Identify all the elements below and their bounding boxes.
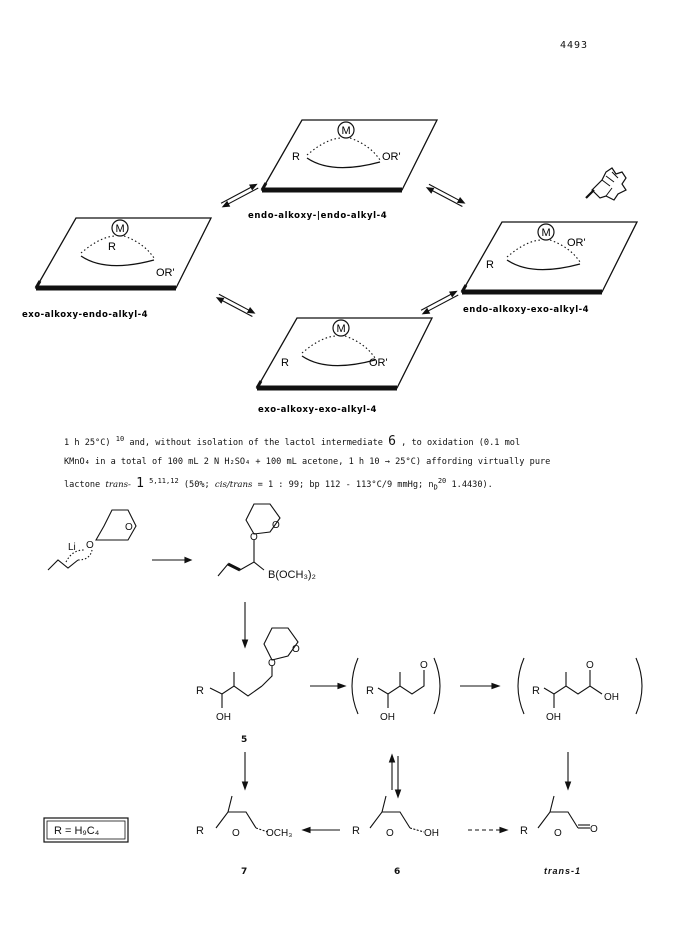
dashed-arrow-to-trans1 xyxy=(468,826,509,834)
or-group-right: OR' xyxy=(567,237,586,249)
page-number: 4493 xyxy=(560,40,589,51)
o-atom-borane: O xyxy=(250,532,258,543)
r-group-trans1: R xyxy=(520,825,528,837)
o-atom-carbonyl-trans1: O xyxy=(590,824,598,835)
arrow-to-acid xyxy=(460,682,501,690)
text-line-2: KMnO₄ in a total of 100 mL 2 N H₂SO₄ + 1… xyxy=(64,456,551,467)
metal-symbol-bottom: M xyxy=(337,323,346,335)
equilibrium-arrow-bottom-right xyxy=(420,290,459,315)
boronate-group: B(OCH₃)₂ xyxy=(268,569,316,581)
pointing-hand-icon xyxy=(585,167,627,201)
oh-group-acid-2: OH xyxy=(604,692,619,703)
arrow-down-5-to-7 xyxy=(241,752,249,791)
caption-right: endo-alkoxy-exo-alkyl-4 xyxy=(463,305,589,315)
borane-compound xyxy=(217,503,281,577)
o-atom-ring-6: O xyxy=(386,828,394,839)
r-group-acid: R xyxy=(532,685,540,697)
r-group-aldehyde: R xyxy=(366,685,374,697)
metal-symbol-right: M xyxy=(542,227,551,239)
r-definition-box xyxy=(43,817,129,843)
metal-symbol-top: M xyxy=(342,125,351,137)
acid-intermediate xyxy=(517,657,643,715)
arrow-to-borane xyxy=(152,556,193,564)
li-atom: Li xyxy=(68,542,76,553)
oh-group-5: OH xyxy=(216,712,231,723)
r-group-right: R xyxy=(486,259,494,271)
r-group-left: R xyxy=(108,241,116,253)
label-compound-trans-1: trans-1 xyxy=(544,866,581,876)
o-atom-thp-borane: O xyxy=(272,520,280,531)
caption-top: endo-alkoxy-|endo-alkyl-4 xyxy=(248,211,387,221)
caption-left: exo-alkoxy-endo-alkyl-4 xyxy=(22,310,148,320)
conformer-top: M R OR' xyxy=(262,120,437,190)
r-group-6: R xyxy=(352,825,360,837)
synthesis-scheme: Li O O O O B(OCH₃)₂ R OH O xyxy=(43,503,643,877)
o-atom-5: O xyxy=(268,658,276,669)
o-atom-thp-5: O xyxy=(292,644,300,655)
arrow-down-1 xyxy=(241,602,249,649)
equilibrium-arrow-top-left xyxy=(220,183,259,208)
methoxy-group-7: OCH₃ xyxy=(266,828,292,839)
caption-bottom: exo-alkoxy-exo-alkyl-4 xyxy=(258,405,377,415)
oh-group-6: OH xyxy=(424,828,439,839)
text-line-3: lactone trans- 1 5,11,12 (50%; cis/trans… xyxy=(64,475,493,492)
label-compound-6: 6 xyxy=(394,867,400,877)
arrow-down-to-trans1 xyxy=(564,752,572,791)
o-atom-ring-7: O xyxy=(232,828,240,839)
label-compound-5: 5 xyxy=(241,735,247,745)
conformer-right: M R OR' xyxy=(462,222,637,292)
oh-group-acid: OH xyxy=(546,712,561,723)
o-atom-thp-sm: O xyxy=(125,522,133,533)
o-atom-sm: O xyxy=(86,540,94,551)
or-group-left: OR' xyxy=(156,267,175,279)
o-atom-ring-trans1: O xyxy=(554,828,562,839)
compound-7 xyxy=(215,795,269,833)
r-group-bottom: R xyxy=(281,357,289,369)
r-group-5: R xyxy=(196,685,204,697)
conformer-bottom: M R OR' xyxy=(257,318,432,388)
metal-symbol-left: M xyxy=(116,223,125,235)
arrow-6-to-7 xyxy=(301,826,340,834)
starting-material xyxy=(47,509,137,571)
arrow-to-aldehyde xyxy=(310,682,347,690)
o-atom-acid: O xyxy=(586,660,594,671)
equilibrium-arrows xyxy=(215,183,466,318)
o-atom-aldehyde: O xyxy=(420,660,428,671)
compound-6 xyxy=(369,795,425,833)
text-line-1: 1 h 25°C) 10 and, without isolation of t… xyxy=(64,433,521,449)
conformer-left: M R OR' xyxy=(36,218,211,288)
aldehyde-intermediate xyxy=(351,657,441,715)
r-definition: R = H₉C₄ xyxy=(54,825,100,837)
label-compound-7: 7 xyxy=(241,867,247,877)
conformer-figure: M R OR' endo-alkoxy-|endo-alkyl-4 M R OR… xyxy=(22,0,680,415)
oh-group-aldehyde: OH xyxy=(380,712,395,723)
equilibrium-down-to-6 xyxy=(388,753,402,799)
equilibrium-arrow-bottom-left xyxy=(215,293,256,318)
compound-trans-1 xyxy=(537,795,590,829)
or-group-bottom: OR' xyxy=(369,357,388,369)
or-group-top: OR' xyxy=(382,151,401,163)
equilibrium-arrow-top-right xyxy=(425,183,466,208)
experimental-text: 1 h 25°C) 10 and, without isolation of t… xyxy=(64,430,624,496)
r-group-top: R xyxy=(292,151,300,163)
compound-5 xyxy=(209,627,299,708)
r-group-7: R xyxy=(196,825,204,837)
